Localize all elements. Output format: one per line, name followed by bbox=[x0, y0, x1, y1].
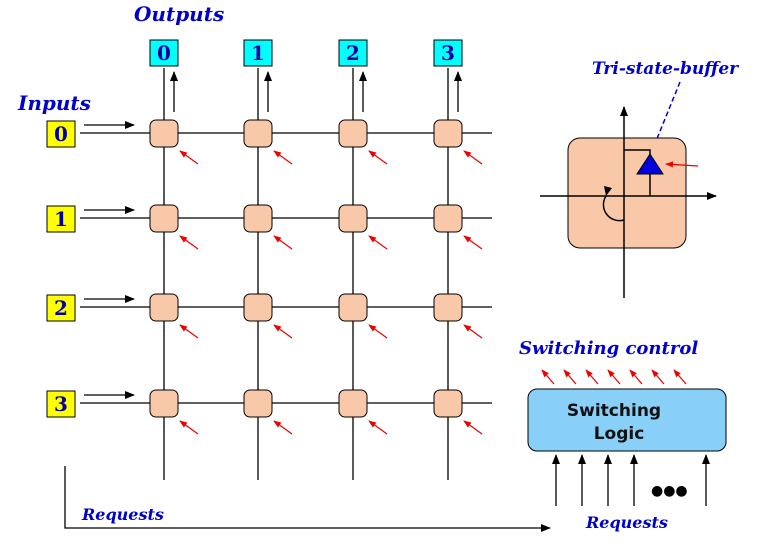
input-box-2 bbox=[46, 294, 76, 322]
crosspoint-0-0 bbox=[149, 119, 179, 148]
crosspoint-enlarged bbox=[567, 137, 687, 249]
crosspoint-3-0 bbox=[149, 389, 179, 418]
crosspoint-control-arrow-3-2 bbox=[368, 420, 388, 435]
crosspoint-2-3 bbox=[433, 293, 463, 322]
crosspoint-control-arrow-1-1 bbox=[273, 235, 293, 250]
buffer-pointer-line bbox=[653, 81, 681, 147]
outputs-label: Outputs bbox=[134, 2, 224, 26]
crosspoint-detail: Tri-state-buffer bbox=[540, 59, 739, 298]
crosspoint-0-2 bbox=[338, 119, 368, 148]
inputs-label: Inputs bbox=[17, 91, 91, 115]
input-label-1: 1 bbox=[54, 207, 68, 231]
crosspoint-3-1 bbox=[243, 389, 273, 418]
detail-control-arrow bbox=[665, 161, 699, 168]
crosspoint-control-arrow-2-2 bbox=[368, 324, 388, 339]
switching-control-arrow-1 bbox=[563, 369, 577, 385]
switching-control-arrow-0 bbox=[541, 369, 555, 385]
output-label-0: 0 bbox=[157, 41, 171, 65]
request-ellipsis: ●●● bbox=[651, 483, 688, 499]
input-ports: 0 1 2 3 bbox=[46, 120, 76, 418]
output-box-1 bbox=[243, 39, 273, 67]
crosspoint-2-0 bbox=[149, 293, 179, 322]
crosspoint-2-2 bbox=[338, 293, 368, 322]
crosspoint-1-3 bbox=[433, 204, 463, 233]
input-label-3: 3 bbox=[54, 392, 68, 416]
crosspoint-3-3 bbox=[433, 389, 463, 418]
crosspoint-control-arrow-0-1 bbox=[273, 150, 293, 165]
detail-crossing-arc bbox=[602, 195, 625, 222]
request-arrows bbox=[552, 454, 710, 506]
crosspoint-control-arrow-0-2 bbox=[368, 150, 388, 165]
crosspoint-grid bbox=[149, 119, 483, 435]
output-box-2 bbox=[338, 39, 368, 67]
input-label-2: 2 bbox=[54, 296, 68, 320]
switching-logic-line2: Logic bbox=[594, 424, 645, 444]
detail-buffer-path bbox=[624, 149, 651, 196]
output-box-0 bbox=[149, 39, 179, 67]
crosspoint-control-arrow-3-3 bbox=[463, 420, 483, 435]
crosspoint-0-3 bbox=[433, 119, 463, 148]
input-label-0: 0 bbox=[54, 122, 68, 146]
output-box-3 bbox=[433, 39, 463, 67]
requests-left-label: Requests bbox=[81, 505, 164, 524]
switching-control-arrow-4 bbox=[629, 369, 643, 385]
switching-control-arrow-5 bbox=[651, 369, 665, 385]
crosspoint-control-arrow-3-1 bbox=[273, 420, 293, 435]
switching-logic-line1: Switching bbox=[567, 401, 661, 421]
crosspoint-1-1 bbox=[243, 204, 273, 233]
switching-control-label: Switching control bbox=[519, 338, 698, 359]
crosspoint-1-2 bbox=[338, 204, 368, 233]
input-box-3 bbox=[46, 390, 76, 418]
crosspoint-control-arrow-2-0 bbox=[179, 324, 199, 339]
crosspoint-control-arrow-1-2 bbox=[368, 235, 388, 250]
output-ports: 0 1 2 3 bbox=[149, 39, 463, 67]
crosspoint-1-0 bbox=[149, 204, 179, 233]
switching-control-arrow-6 bbox=[673, 369, 687, 385]
crosspoint-2-1 bbox=[243, 293, 273, 322]
output-label-2: 2 bbox=[346, 41, 360, 65]
output-label-3: 3 bbox=[441, 41, 455, 65]
crosspoint-control-arrow-2-1 bbox=[273, 324, 293, 339]
crossbar-grid bbox=[80, 68, 492, 480]
crosspoint-0-1 bbox=[243, 119, 273, 148]
crosspoint-control-arrow-3-0 bbox=[179, 420, 199, 435]
switching-control-arrows bbox=[541, 369, 687, 385]
switching-control-arrow-3 bbox=[607, 369, 621, 385]
tri-state-buffer-icon bbox=[636, 153, 664, 175]
crosspoint-control-arrow-1-0 bbox=[179, 235, 199, 250]
crosspoint-control-arrow-0-3 bbox=[463, 150, 483, 165]
detail-arc-arrow bbox=[604, 186, 612, 196]
input-box-1 bbox=[46, 205, 76, 233]
switching-control-arrow-2 bbox=[585, 369, 599, 385]
switching-logic-box bbox=[527, 388, 727, 452]
requests-right-label: Requests bbox=[585, 513, 668, 532]
requests-path bbox=[64, 466, 551, 532]
crosspoint-3-2 bbox=[338, 389, 368, 418]
tri-state-buffer-label: Tri-state-buffer bbox=[592, 59, 739, 79]
crosspoint-control-arrow-0-0 bbox=[179, 150, 199, 165]
crosspoint-control-arrow-1-3 bbox=[463, 235, 483, 250]
input-box-0 bbox=[46, 120, 76, 148]
crosspoint-control-arrow-2-3 bbox=[463, 324, 483, 339]
output-label-1: 1 bbox=[251, 41, 265, 65]
